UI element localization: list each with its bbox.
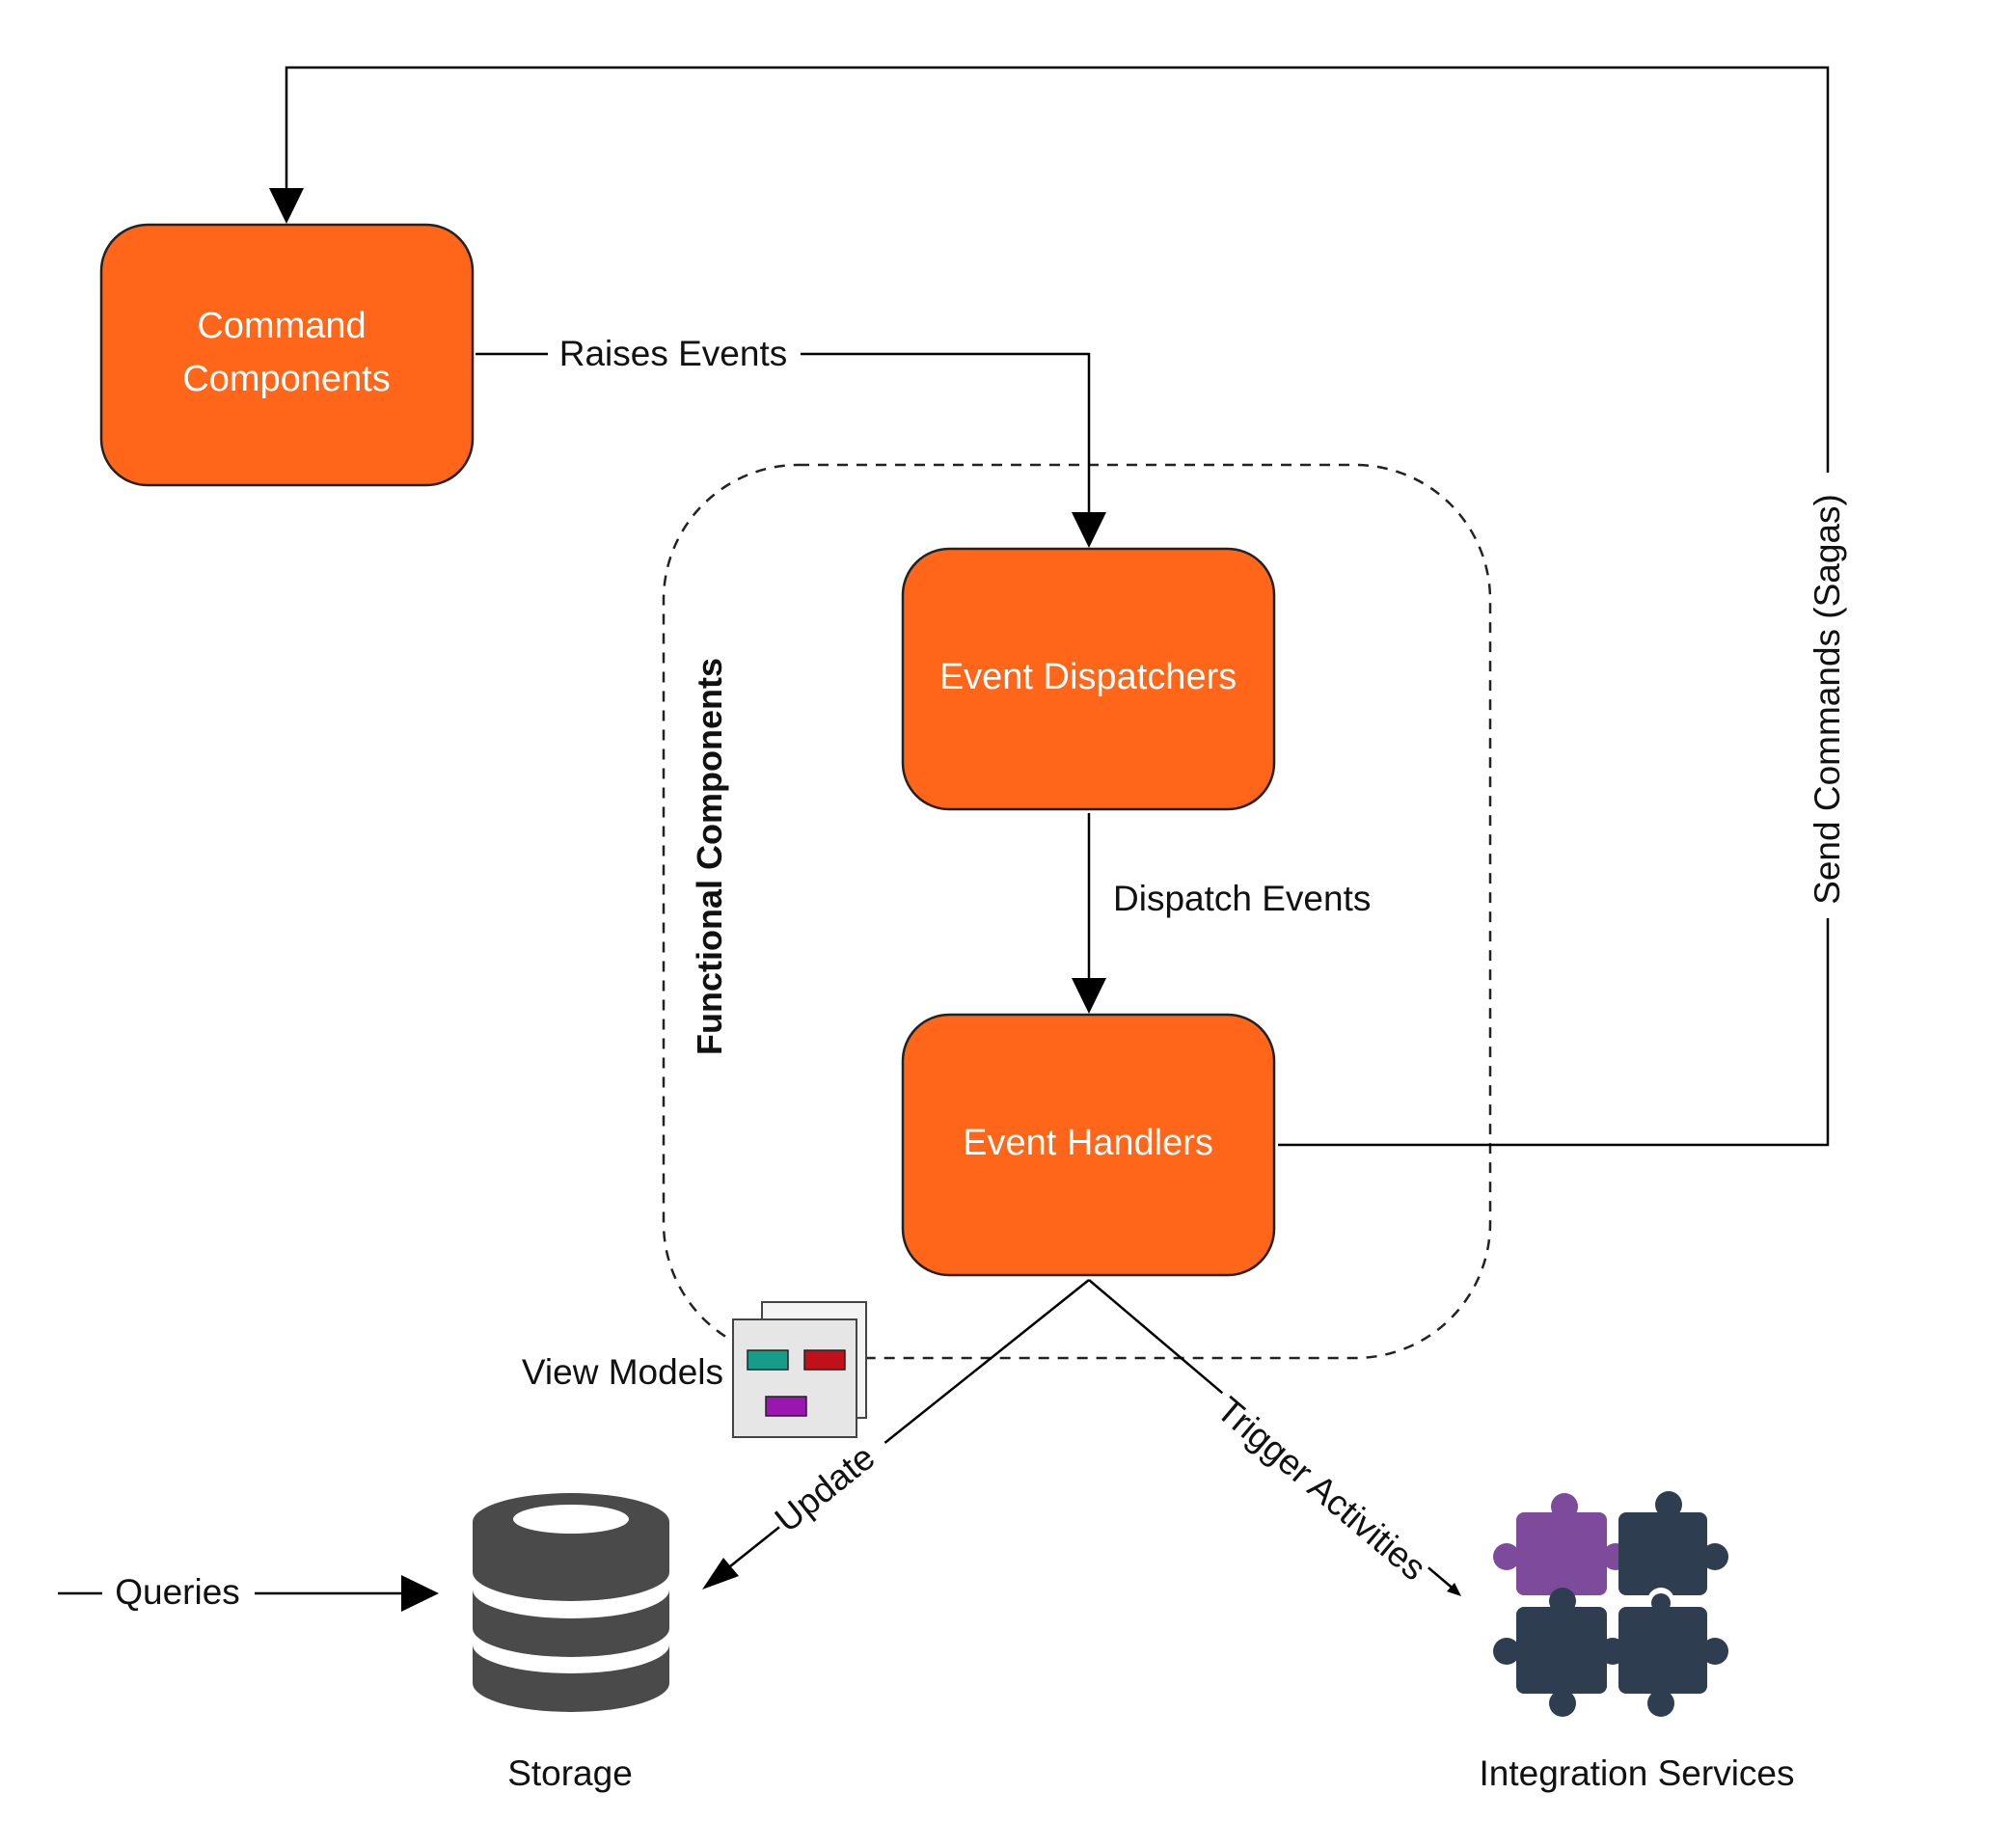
event-dispatchers-label: Event Dispatchers xyxy=(939,657,1237,697)
view-models-label: View Models xyxy=(522,1352,723,1392)
trigger-activities-label: Trigger Activities xyxy=(1210,1390,1433,1589)
raises-events-arrowhead xyxy=(1072,512,1106,548)
queries-label: Queries xyxy=(115,1572,240,1612)
raises-events-edge xyxy=(476,352,1091,540)
dispatch-events-label: Dispatch Events xyxy=(1113,879,1371,918)
trigger-activities-arrowhead xyxy=(1447,1583,1461,1596)
update-arrowhead xyxy=(702,1558,739,1590)
command-components-label-line1: Command xyxy=(197,306,366,346)
database-icon xyxy=(473,1493,669,1712)
functional-components-group xyxy=(662,463,1492,1360)
puzzle-icon xyxy=(1493,1491,1728,1717)
event-dispatchers-node[interactable]: Event Dispatchers xyxy=(901,547,1276,811)
functional-components-label: Functional Components xyxy=(690,658,729,1055)
queries-arrowhead xyxy=(401,1575,439,1612)
send-commands-label: Send Commands (Sagas) xyxy=(1808,494,1847,905)
update-label: Update xyxy=(768,1437,883,1539)
send-commands-edge xyxy=(285,66,1830,1147)
update-edge xyxy=(715,1279,1090,1579)
storage-label: Storage xyxy=(507,1753,633,1793)
send-commands-arrowhead xyxy=(269,188,304,224)
integration-services-label: Integration Services xyxy=(1479,1753,1794,1793)
raises-events-label: Raises Events xyxy=(559,334,788,373)
dispatch-events-arrowhead xyxy=(1072,978,1106,1014)
command-components-label-line2: Components xyxy=(182,359,390,399)
event-handlers-label: Event Handlers xyxy=(963,1123,1213,1163)
event-handlers-node[interactable]: Event Handlers xyxy=(901,1013,1276,1277)
command-components-node[interactable]: Command Components xyxy=(99,223,475,487)
view-models-icon xyxy=(732,1301,867,1438)
